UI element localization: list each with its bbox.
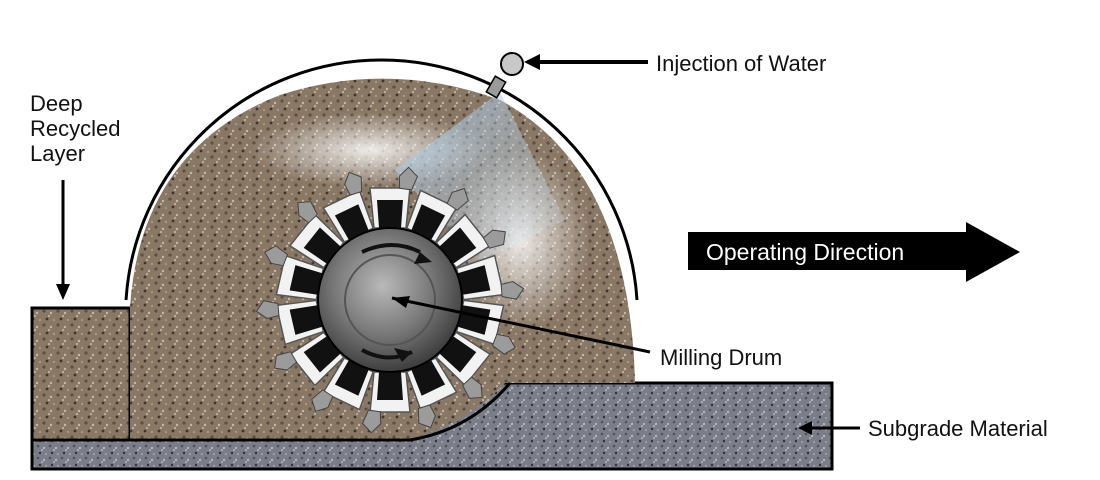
deep-label-line3: Layer xyxy=(30,141,85,166)
bit-tip xyxy=(491,333,516,355)
drum-core xyxy=(317,227,463,373)
bit-tip xyxy=(446,187,469,211)
bit-tip xyxy=(462,376,483,399)
bit-tip xyxy=(311,389,334,413)
deep-label-line2: Recycled xyxy=(30,116,120,141)
bit-tip xyxy=(297,201,318,224)
cutting-tooth xyxy=(457,265,491,295)
cut-line xyxy=(32,382,512,442)
mixing-chamber-hood xyxy=(124,58,639,301)
cutting-tooth xyxy=(411,204,446,240)
cutting-tooth xyxy=(303,336,341,373)
milling-drum-pointer-line xyxy=(391,296,651,354)
bit-tip xyxy=(398,166,419,191)
injection-of-water-label: Injection of Water xyxy=(656,51,826,76)
cutting-tooth xyxy=(377,372,403,400)
cutting-tooth xyxy=(289,265,323,295)
bit-tip xyxy=(274,351,298,371)
cutting-tooth xyxy=(289,305,323,335)
cutting-tooth xyxy=(411,360,446,396)
subgrade-material-label: Subgrade Material xyxy=(868,416,1048,441)
deep-layer-pointer-head xyxy=(56,284,70,300)
deep-label-line1: Deep xyxy=(30,91,83,116)
water-spray xyxy=(395,92,565,260)
bit-tip xyxy=(264,245,289,267)
water-nozzle-icon xyxy=(485,52,524,99)
drum-teeth xyxy=(255,166,525,434)
bit-tip xyxy=(500,280,525,300)
operating-direction-label: Operating Direction xyxy=(706,239,904,265)
cutting-tooth xyxy=(303,227,341,264)
milling-drum-label: Milling Drum xyxy=(660,345,782,370)
direction-arrow-icon xyxy=(688,222,1020,282)
water-pointer-head xyxy=(524,54,540,70)
rotation-arrow-icon xyxy=(361,243,421,254)
drum-hub-ring xyxy=(344,254,436,346)
cutting-tooth xyxy=(439,227,477,264)
milling-drum xyxy=(255,166,525,434)
bit-tip xyxy=(344,171,363,196)
bit-tip xyxy=(361,409,382,434)
subgrade-pointer-head xyxy=(798,421,812,435)
bit-tip xyxy=(417,404,436,429)
cutting-tooth xyxy=(439,336,477,373)
milling-drum-pointer-head xyxy=(392,296,410,308)
bit-tip xyxy=(482,229,506,249)
bit-tip xyxy=(255,300,280,320)
cutting-tooth xyxy=(334,204,369,240)
cutting-tooth xyxy=(334,360,369,396)
existing-pavement-block xyxy=(30,306,132,442)
cutting-tooth xyxy=(377,200,403,228)
